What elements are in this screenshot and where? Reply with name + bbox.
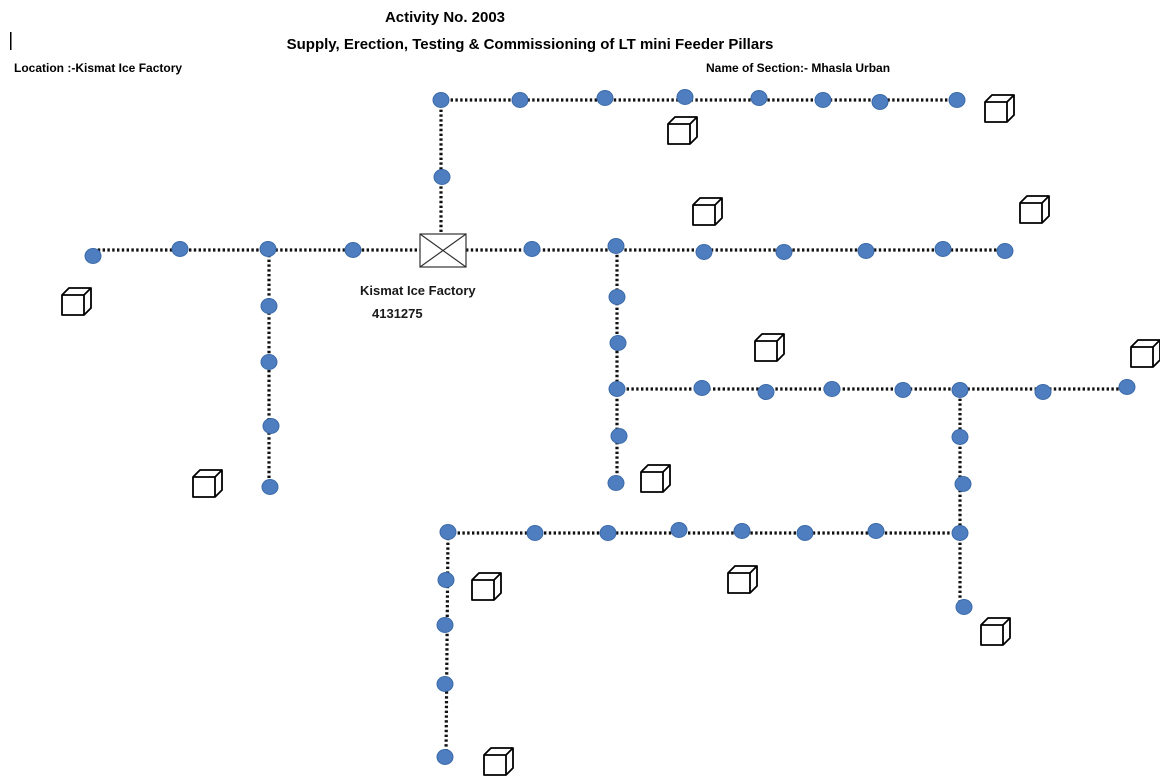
pole-marker: [814, 92, 832, 108]
feeder-pillar-icon: [192, 469, 223, 498]
pole-marker: [437, 572, 455, 588]
pole-marker: [934, 241, 952, 257]
pole-marker: [871, 94, 889, 110]
pole-marker: [608, 289, 626, 305]
pole-marker: [262, 418, 280, 434]
pole-marker: [596, 90, 614, 106]
feeder-pillar-icon: [471, 572, 502, 601]
feeder-pillar-icon: [980, 617, 1011, 646]
pole-marker: [695, 244, 713, 260]
pole-marker: [951, 525, 969, 541]
substation-name: Kismat Ice Factory: [360, 283, 476, 298]
pole-marker: [526, 525, 544, 541]
feeder-pillar-icon: [727, 565, 758, 594]
pole-marker: [439, 524, 457, 540]
feeder-pillar-icon: [692, 197, 723, 226]
feeder-pillar-icon: [667, 116, 698, 145]
pole-marker: [670, 522, 688, 538]
text-cursor-mark: [10, 32, 12, 50]
pole-marker: [432, 92, 450, 108]
pole-marker: [867, 523, 885, 539]
feeder-pillar-icon: [984, 94, 1015, 123]
pole-marker: [733, 523, 751, 539]
pole-marker: [608, 381, 626, 397]
pole-marker: [344, 242, 362, 258]
pole-marker: [1034, 384, 1052, 400]
pole-marker: [261, 479, 279, 495]
feeder-pillar-icon: [1130, 339, 1160, 368]
pole-marker: [84, 248, 102, 264]
pole-marker: [436, 749, 454, 765]
work-title: Supply, Erection, Testing & Commissionin…: [287, 36, 774, 53]
pole-marker: [954, 476, 972, 492]
feeder-pillar-icon: [1019, 195, 1050, 224]
lt-line-lower-vertical: [444, 532, 450, 758]
pole-marker: [260, 298, 278, 314]
pole-marker: [433, 169, 451, 185]
lt-lines: [93, 98, 1127, 758]
pole-marker: [951, 382, 969, 398]
substation-code: 4131275: [372, 306, 423, 321]
pole-marker: [609, 335, 627, 351]
feeder-pillar-icon: [754, 333, 785, 362]
activity-number: Activity No. 2003: [385, 9, 505, 26]
pole-marker: [894, 382, 912, 398]
pole-marker: [796, 525, 814, 541]
pole-marker: [693, 380, 711, 396]
pole-marker: [436, 617, 454, 633]
pole-marker: [436, 676, 454, 692]
pole-marker: [610, 428, 628, 444]
pole-marker: [823, 381, 841, 397]
pole-marker: [750, 90, 768, 106]
pole-marker: [857, 243, 875, 259]
poles: [84, 89, 1136, 765]
pole-marker: [775, 244, 793, 260]
pole-marker: [757, 384, 775, 400]
pole-marker: [1118, 379, 1136, 395]
pole-marker: [948, 92, 966, 108]
feeder-pillar-icon: [483, 747, 514, 776]
pole-marker: [260, 354, 278, 370]
location-label: Location :-Kismat Ice Factory: [14, 61, 182, 75]
feeder-pillar-icon: [640, 464, 671, 493]
transformer-symbol: [419, 233, 467, 268]
pole-marker: [996, 243, 1014, 259]
pole-marker: [951, 429, 969, 445]
pole-marker: [676, 89, 694, 105]
pole-marker: [171, 241, 189, 257]
feeder-pillars: [61, 94, 1160, 776]
pole-marker: [511, 92, 529, 108]
pole-marker: [607, 475, 625, 491]
section-label: Name of Section:- Mhasla Urban: [706, 61, 890, 75]
pole-marker: [599, 525, 617, 541]
feeder-pillar-icon: [61, 287, 92, 316]
pole-marker: [955, 599, 973, 615]
pole-marker: [523, 241, 541, 257]
pole-marker: [607, 238, 625, 254]
pole-marker: [259, 241, 277, 257]
